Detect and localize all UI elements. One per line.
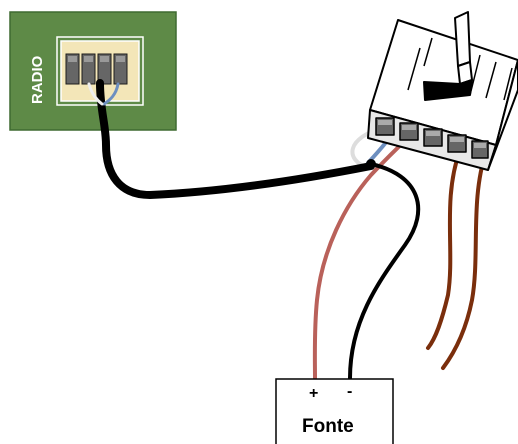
brown-wire-1	[426, 148, 462, 350]
wires	[87, 79, 488, 380]
black-wire-fonte	[348, 162, 421, 380]
plug-side-face	[487, 59, 518, 171]
plug-latch	[423, 11, 473, 101]
red-wire	[312, 125, 422, 380]
plug-pins	[375, 117, 489, 159]
radio-blue-wire	[102, 82, 120, 106]
radio-white-wire	[87, 82, 104, 106]
brown-wire-2	[441, 150, 488, 370]
power-supply: + - Fonte	[275, 378, 394, 444]
radio-label: RADIO	[29, 55, 46, 104]
minus-terminal-label: -	[347, 383, 352, 400]
plug-connector	[367, 11, 518, 171]
black-cable	[96, 79, 375, 199]
plus-terminal-label: +	[309, 385, 318, 402]
radio-connector	[56, 36, 144, 106]
wire-junction	[366, 159, 376, 169]
power-supply-box	[275, 378, 394, 444]
radio-board: RADIO	[9, 11, 177, 131]
power-supply-label: Fonte	[302, 416, 354, 437]
